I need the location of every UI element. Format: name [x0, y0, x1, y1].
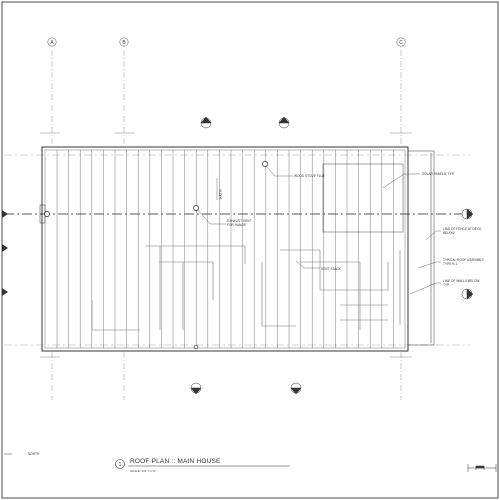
north-label: NORTH — [28, 452, 40, 456]
graphic-scale — [467, 464, 497, 472]
grid-label-c: C — [399, 40, 403, 46]
section-marker-right-1 — [461, 208, 474, 220]
dimension-ticks-top — [40, 132, 412, 358]
roof-outline — [41, 146, 409, 352]
section-marker-bottom-2 — [290, 382, 302, 395]
solar-panel-array — [322, 163, 404, 233]
note-wood-stove: WOOD STOVE FLUE — [294, 174, 325, 178]
roof-panels — [56, 150, 394, 348]
walls-below — [91, 245, 401, 331]
vent-circles — [44, 161, 268, 350]
section-marker-left-1 — [2, 210, 8, 296]
grid-bubble-a: A — [47, 37, 57, 47]
grid-lines — [51, 50, 402, 400]
roof-inner-outline — [44, 149, 406, 349]
ridge-vent-left — [39, 204, 46, 224]
note-solar: SOLAR PANELS, TYP. — [422, 172, 455, 176]
note-walls-1: LINE OF WALLS BELOW, — [443, 279, 480, 283]
note-roof-1: TYPICAL ROOF ASSEMBLY, — [443, 258, 485, 262]
note-walls-2: TYP. — [443, 283, 450, 287]
drawing-title: ROOF PLAN :: MAIN HOUSE — [130, 458, 221, 465]
note-deck-2: BELOW — [443, 231, 455, 235]
note-exhaust-2: FOR RANGE — [227, 223, 246, 227]
note-roof-2: TYPE R-1 — [443, 262, 458, 266]
grid-label-b: B — [122, 40, 126, 46]
note-vent: VENT STACK — [321, 267, 342, 271]
north-arrow: NORTH — [4, 452, 40, 456]
note-exhaust-1: EXHAUST VENT — [227, 219, 251, 223]
grid-bubble-b: B — [119, 37, 129, 47]
leader-lines — [197, 165, 441, 295]
note-deck-1: LINE OF FENCE AT DECK, — [443, 227, 482, 231]
section-marker-bottom-1 — [190, 382, 202, 395]
grid-label-a: A — [50, 40, 54, 46]
note-slope: SLOPE — [218, 189, 222, 200]
grid-bubble-c: C — [396, 37, 406, 47]
drawing-title-block: 1 ROOF PLAN :: MAIN HOUSE SCALE: 1/4" = … — [115, 458, 290, 473]
section-marker-right-2 — [461, 288, 474, 300]
drawing-scale: SCALE: 1/4" = 1'-0" — [130, 469, 156, 473]
section-marker-top-1 — [200, 116, 212, 129]
section-marker-top-2 — [278, 116, 290, 129]
drawing-number: 1 — [119, 462, 122, 468]
deck-fence — [408, 150, 435, 346]
